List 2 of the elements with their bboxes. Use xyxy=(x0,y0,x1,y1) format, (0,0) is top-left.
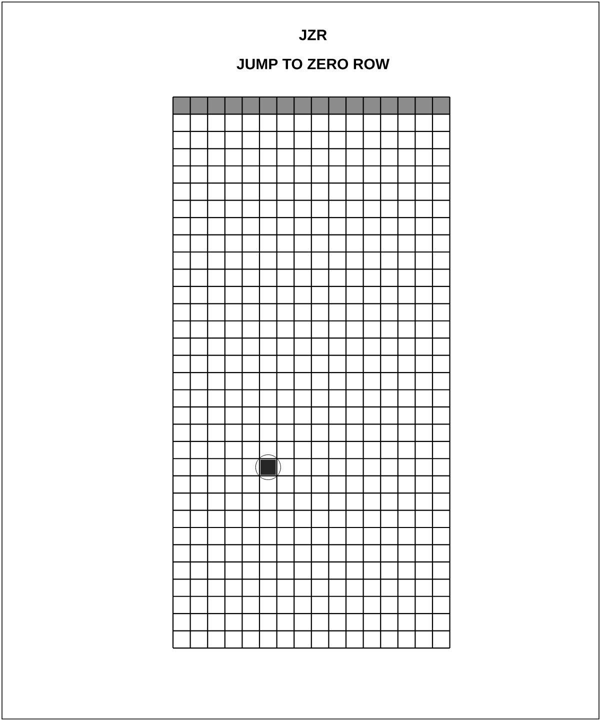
subtitle: JUMP TO ZERO ROW xyxy=(236,58,390,70)
title: JZR xyxy=(299,30,327,40)
